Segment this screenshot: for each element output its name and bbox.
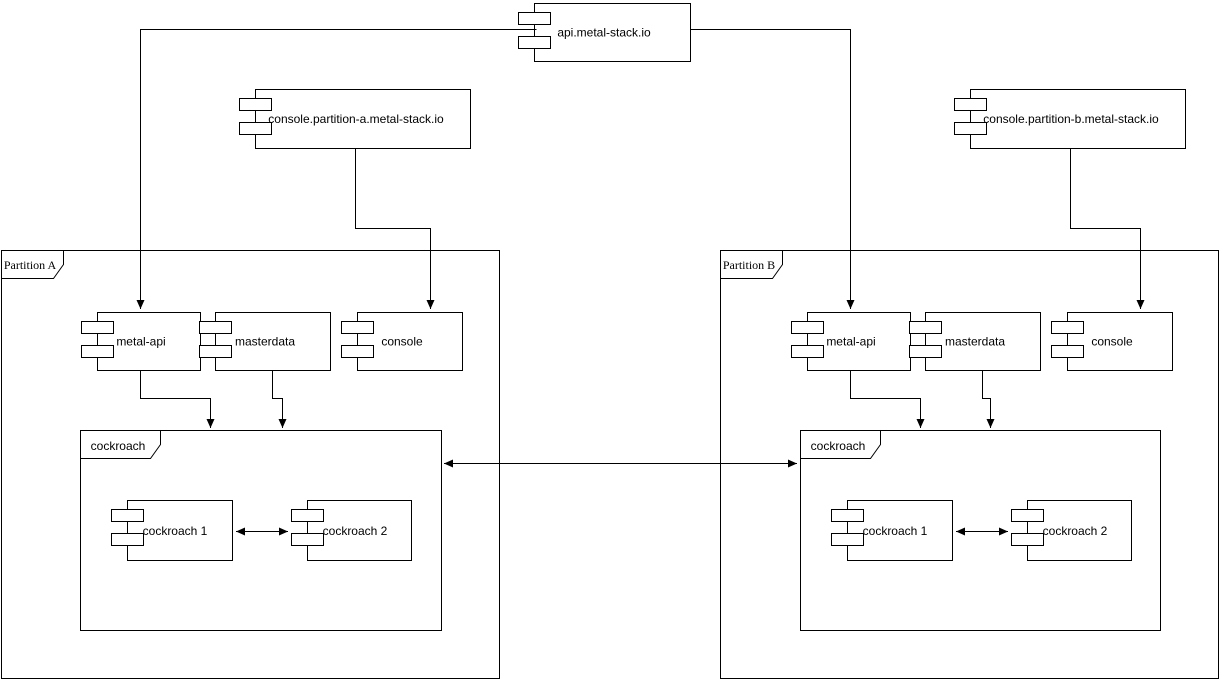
component-box [307, 500, 412, 561]
component-cockroach-1-a: cockroach 1 [111, 500, 233, 561]
component-box [215, 312, 331, 371]
component-icon-tab [341, 345, 374, 358]
component-icon-tab [199, 345, 232, 358]
cockroach-a-label: cockroach [91, 439, 146, 453]
component-label: console.partition-b.metal-stack.io [983, 112, 1159, 126]
component-metal-api-a: metal-api [81, 312, 201, 371]
cockroach-b-label-tab [800, 430, 881, 459]
edge-console-partition-b-to-console [1070, 148, 1145, 309]
component-icon-tab [239, 122, 272, 135]
component-label: metal-api [826, 335, 875, 349]
partition-b-label: Partition B [723, 258, 775, 272]
component-console-b: console [1051, 312, 1173, 371]
component-label: cockroach 2 [1043, 524, 1108, 538]
component-icon-tab [1051, 345, 1084, 358]
component-icon-tab [239, 98, 272, 111]
component-box [970, 89, 1186, 149]
cockroach-container-a: cockroach [80, 430, 442, 631]
edge-masterdata-a-to-cockroach-a [272, 370, 287, 428]
component-label: console [1091, 335, 1133, 349]
partition-a-frame: Partition A [1, 250, 500, 679]
partition-a-label-tab [1, 250, 64, 279]
component-metal-api-b: metal-api [791, 312, 911, 371]
component-icon-tab [111, 533, 144, 546]
component-icon-tab [909, 321, 942, 334]
component-cockroach-2-a: cockroach 2 [291, 500, 412, 561]
component-box [534, 3, 691, 62]
component-icon-tab [291, 509, 324, 522]
component-console-partition-b: console.partition-b.metal-stack.io [954, 89, 1186, 149]
cockroach-b-label: cockroach [811, 439, 866, 453]
component-label: metal-api [116, 335, 165, 349]
component-icon-tab [954, 98, 987, 111]
cockroach-a-label-tab [80, 430, 161, 459]
component-icon-tab [199, 321, 232, 334]
component-label: masterdata [235, 335, 295, 349]
component-icon-tab [909, 345, 942, 358]
component-label: cockroach 2 [323, 524, 388, 538]
component-icon-tab [111, 509, 144, 522]
component-icon-tab [518, 12, 551, 25]
component-icon-tab [518, 36, 551, 49]
edge-masterdata-b-to-cockroach-b [982, 370, 995, 428]
component-cockroach-1-b: cockroach 1 [831, 500, 953, 561]
partition-a-label: Partition A [4, 258, 57, 272]
component-box [925, 312, 1041, 371]
component-cockroach-2-b: cockroach 2 [1011, 500, 1132, 561]
component-masterdata-b: masterdata [909, 312, 1041, 371]
component-icon-tab [1011, 533, 1044, 546]
component-console-partition-a: console.partition-a.metal-stack.io [239, 89, 471, 149]
component-label: cockroach 1 [863, 524, 928, 538]
component-icon-tab [791, 321, 824, 334]
cockroach-b-border [800, 430, 1161, 631]
component-box [847, 500, 953, 561]
cockroach-container-b: cockroach [800, 430, 1161, 631]
component-api: api.metal-stack.io [518, 3, 691, 62]
component-label: console [381, 335, 423, 349]
component-box [357, 312, 463, 371]
component-masterdata-a: masterdata [199, 312, 331, 371]
component-label: masterdata [945, 335, 1005, 349]
cockroach-a-border [80, 430, 442, 631]
edge-console-partition-a-to-console [355, 148, 435, 309]
component-label: console.partition-a.metal-stack.io [268, 112, 444, 126]
component-icon-tab [291, 533, 324, 546]
component-icon-tab [81, 321, 114, 334]
edge-api-to-metal-api-a [136, 29, 537, 309]
component-box [1027, 500, 1132, 561]
edge-metal-api-b-to-cockroach-b [850, 370, 925, 428]
edge-metal-api-a-to-cockroach-a [140, 370, 215, 428]
component-box [127, 500, 233, 561]
edge-api-to-metal-api-b [690, 29, 855, 309]
component-box [97, 312, 201, 371]
component-icon-tab [831, 509, 864, 522]
component-icon-tab [791, 345, 824, 358]
component-icon-tab [341, 321, 374, 334]
component-icon-tab [954, 122, 987, 135]
component-icon-tab [1011, 509, 1044, 522]
component-console-a: console [341, 312, 463, 371]
component-icon-tab [1051, 321, 1084, 334]
partition-b-label-tab [720, 250, 783, 279]
component-box [1067, 312, 1173, 371]
component-icon-tab [831, 533, 864, 546]
component-label: cockroach 1 [143, 524, 208, 538]
component-box [255, 89, 471, 149]
component-label: api.metal-stack.io [557, 26, 651, 40]
component-box [807, 312, 911, 371]
component-icon-tab [81, 345, 114, 358]
